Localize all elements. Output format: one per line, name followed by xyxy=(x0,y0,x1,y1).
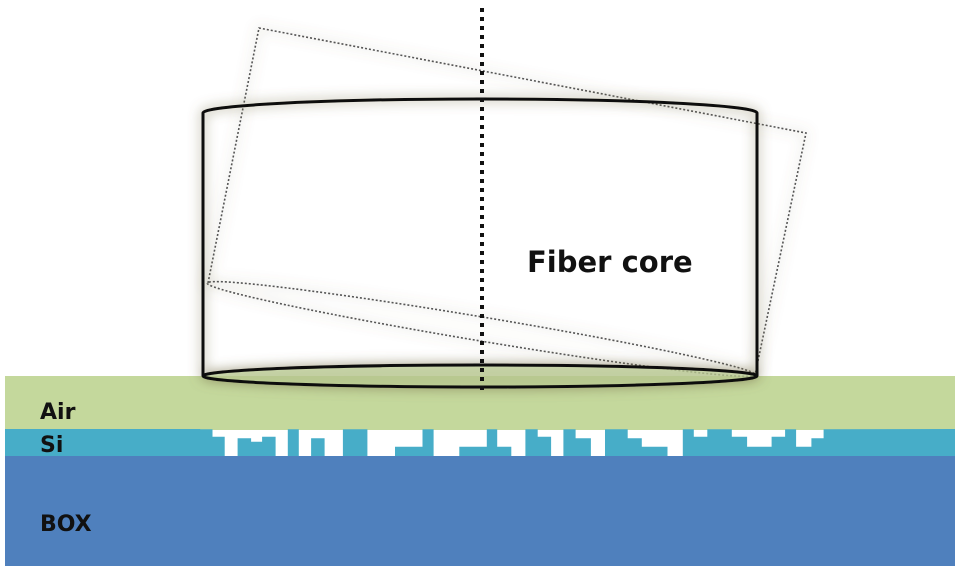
fiber-core-label: Fiber core xyxy=(527,245,693,279)
air-label: Air xyxy=(40,400,76,425)
box-label: BOX xyxy=(40,512,92,537)
si-grating-layer xyxy=(5,429,955,456)
tilted-fiber-outline xyxy=(206,27,807,378)
si-label: Si xyxy=(40,433,63,458)
box-layer xyxy=(5,456,955,566)
